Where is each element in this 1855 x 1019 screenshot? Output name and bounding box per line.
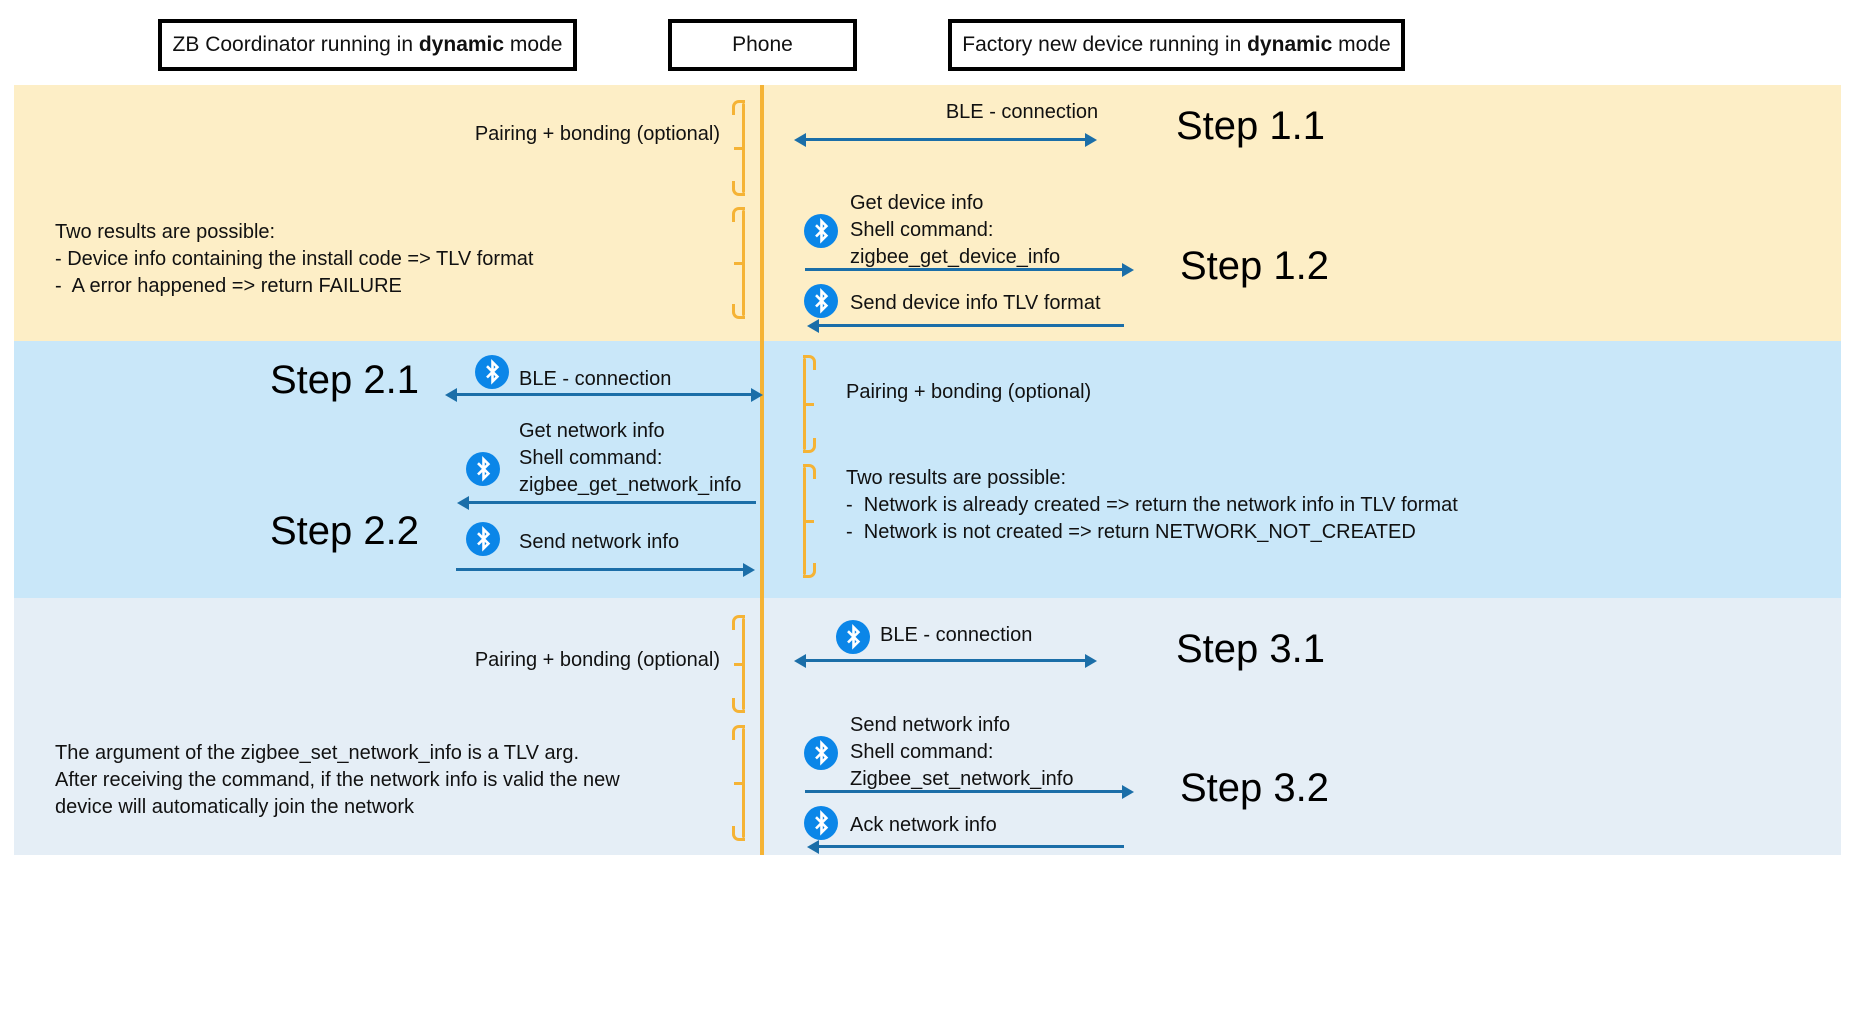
phone-lifeline bbox=[760, 85, 764, 855]
step-label-2-1: Step 2.1 bbox=[270, 358, 420, 402]
brace-step-2-1 bbox=[792, 352, 816, 456]
brace-step-1-1 bbox=[732, 97, 756, 199]
arrow-get-network-info bbox=[457, 495, 756, 510]
brace-step-1-2 bbox=[732, 204, 756, 322]
note-step-2-2: Two results are possible: - Network is a… bbox=[846, 467, 1458, 543]
bluetooth-icon bbox=[475, 355, 509, 389]
message-label-send-device-info: Send device info TLV format bbox=[850, 292, 1101, 314]
step-label-1-1: Step 1.1 bbox=[1176, 104, 1326, 148]
message-label-ack-network-info: Ack network info bbox=[850, 814, 997, 836]
note-step-2-1: Pairing + bonding (optional) bbox=[846, 381, 1092, 403]
note-step-1-2: Two results are possible: - Device info … bbox=[55, 221, 534, 297]
message-label-get-network-info: Get network info Shell command: zigbee_g… bbox=[519, 420, 742, 496]
message-label-get-device-info: Get device info Shell command: zigbee_ge… bbox=[850, 192, 1061, 268]
arrow-send-device-info bbox=[807, 318, 1124, 333]
message-label-send-network-info: Send network info bbox=[519, 531, 680, 553]
message-label-send-network-info-cmd: Send network info Shell command: Zigbee_… bbox=[850, 714, 1074, 790]
step-label-2-2: Step 2.2 bbox=[270, 509, 420, 553]
step-label-1-2: Step 1.2 bbox=[1180, 244, 1330, 288]
bluetooth-icon bbox=[804, 736, 838, 770]
step-label-3-1: Step 3.1 bbox=[1176, 627, 1326, 671]
brace-step-3-1 bbox=[732, 612, 756, 716]
note-step-1-1: Pairing + bonding (optional) bbox=[474, 123, 720, 145]
message-label-step-1-1: BLE - connection bbox=[945, 101, 1099, 123]
header-zb-coordinator: ZB Coordinator running in dynamic mode bbox=[158, 19, 577, 71]
band-step-3 bbox=[14, 598, 1841, 855]
note-step-3-1: Pairing + bonding (optional) bbox=[474, 649, 720, 671]
message-label-step-3-1: BLE - connection bbox=[880, 624, 1033, 646]
arrow-send-network-info bbox=[456, 562, 755, 577]
note-step-3-2: The argument of the zigbee_set_network_i… bbox=[55, 742, 620, 818]
bluetooth-icon bbox=[466, 522, 500, 556]
header-factory-device: Factory new device running in dynamic mo… bbox=[948, 19, 1405, 71]
bluetooth-icon bbox=[804, 284, 838, 318]
bluetooth-icon bbox=[466, 452, 500, 486]
header-phone: Phone bbox=[668, 19, 857, 71]
band-step-1 bbox=[14, 85, 1841, 341]
header-factory-device-text: Factory new device running in dynamic mo… bbox=[962, 33, 1391, 56]
arrow-step-1-1 bbox=[794, 132, 1097, 147]
bluetooth-icon bbox=[804, 806, 838, 840]
brace-step-3-2 bbox=[732, 722, 756, 844]
bluetooth-icon bbox=[804, 214, 838, 248]
arrow-step-2-1 bbox=[445, 387, 763, 402]
step-label-3-2: Step 3.2 bbox=[1180, 766, 1330, 810]
header-phone-text: Phone bbox=[732, 33, 793, 56]
bluetooth-icon bbox=[836, 620, 870, 654]
arrow-get-device-info bbox=[805, 262, 1134, 277]
band-step-2 bbox=[14, 341, 1841, 598]
header-zb-coordinator-text: ZB Coordinator running in dynamic mode bbox=[172, 33, 563, 56]
arrow-step-3-1 bbox=[794, 653, 1097, 668]
arrow-send-network-info-cmd bbox=[805, 784, 1134, 799]
arrow-ack-network-info bbox=[807, 839, 1124, 854]
message-label-step-2-1: BLE - connection bbox=[519, 368, 672, 390]
brace-step-2-2 bbox=[792, 461, 816, 581]
